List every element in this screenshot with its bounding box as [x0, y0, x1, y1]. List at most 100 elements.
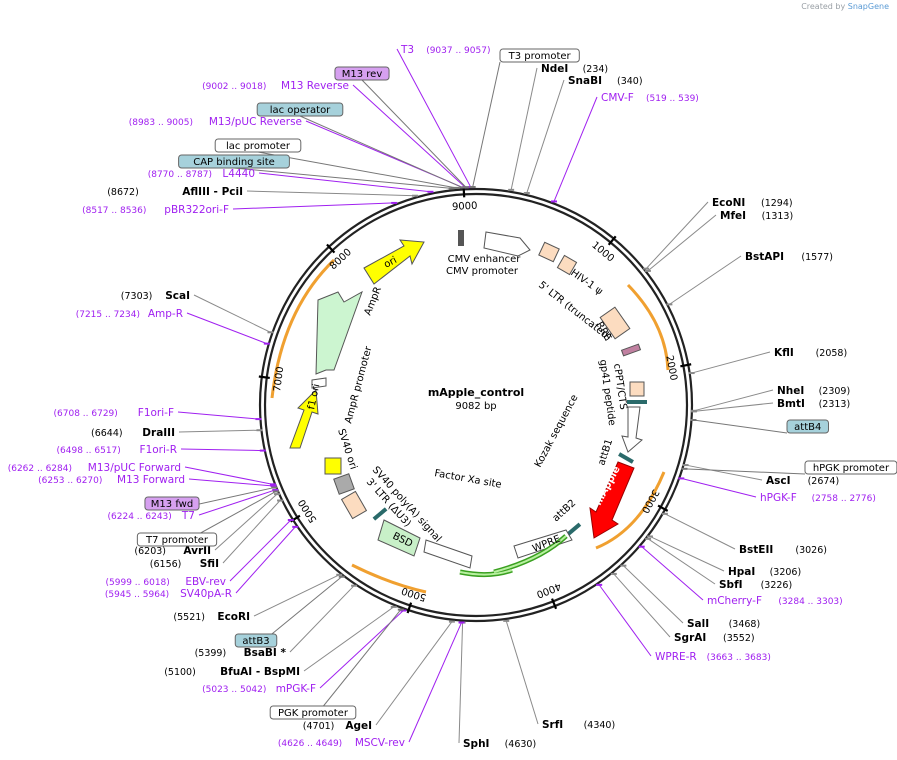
enzyme-scai-name: ScaI [165, 290, 190, 302]
enzyme-mfei[interactable]: MfeI(1313) [720, 210, 793, 222]
enzyme-draiii[interactable]: DraIII(6644) [91, 427, 175, 439]
primer-f1ori-f[interactable]: F1ori-F(6708 .. 6729) [54, 407, 174, 419]
enzyme-sali-name: SalI [687, 618, 709, 630]
primer-hpgk-f[interactable]: hPGK-F(2758 .. 2776) [760, 492, 876, 504]
enzyme-hpai-name: HpaI [728, 566, 755, 578]
feature-lac-promoter[interactable]: lac promoter [214, 138, 302, 153]
enzyme-srfi-name: SrfI [542, 719, 563, 731]
primer-mcherry-f[interactable]: mCherry-F(3284 .. 3303) [707, 595, 843, 607]
enzyme-bsteii-leader [664, 513, 736, 550]
primer-t7[interactable]: T7(6224 .. 6243) [108, 510, 195, 522]
enzyme-bsabi--pos: (5399) [195, 648, 227, 659]
enzyme-econi-pos: (1294) [761, 198, 793, 209]
feature-t7-promoter[interactable]: T7 promoter [136, 532, 218, 547]
primer-l4440[interactable]: L4440(8770 .. 8787) [148, 168, 255, 180]
primer-pbr322ori-f[interactable]: pBR322ori-F(8517 .. 8536) [82, 204, 229, 216]
lbl-attb1: attB1 [596, 438, 615, 467]
enzyme-scai-pos: (7303) [121, 291, 153, 302]
feature-cap-binding-site-label: CAP binding site [193, 157, 275, 168]
primer-pbr322ori-f-pos: (8517 .. 8536) [82, 206, 146, 216]
enzyme-bmti[interactable]: BmtI(2313) [777, 398, 850, 410]
enzyme-hpai[interactable]: HpaI(3206) [728, 566, 801, 578]
enzyme-bfuai-bspmi-pos: (5100) [164, 667, 196, 678]
primer-hpgk-f-pos: (2758 .. 2776) [812, 494, 876, 504]
feature-hpgk-promoter-leader [684, 468, 806, 475]
enzyme-srfi[interactable]: SrfI(4340) [542, 719, 615, 731]
bsd-arrow [377, 519, 421, 557]
feature-attb3[interactable]: attB3 [234, 633, 278, 648]
enzyme-sfii[interactable]: SfiI(6156) [150, 558, 219, 570]
enzyme-sgrai[interactable]: SgrAI(3552) [674, 632, 755, 644]
enzyme-sphi[interactable]: SphI(4630) [463, 738, 536, 750]
primer-m13-forward[interactable]: M13 Forward(6253 .. 6270) [38, 474, 185, 486]
enzyme-sbfi[interactable]: SbfI(3226) [719, 579, 792, 591]
primer-f1ori-r[interactable]: F1ori-R(6498 .. 6517) [57, 444, 177, 456]
enzyme-ndei-name: NdeI [541, 63, 568, 75]
primer-ebv-rev[interactable]: EBV-rev(5999 .. 6018) [106, 576, 226, 588]
enzyme-bstapi-leader [669, 255, 742, 305]
enzyme-asci-name: AscI [766, 475, 791, 487]
enzyme-agei[interactable]: AgeI(4701) [303, 720, 372, 732]
feature-lac-operator-leader [299, 115, 463, 188]
enzyme-bstapi[interactable]: BstAPI(1577) [745, 251, 833, 263]
enzyme-nhei[interactable]: NheI(2309) [777, 385, 850, 397]
enzyme-sali[interactable]: SalI(3468) [687, 618, 760, 630]
feature-m13-rev[interactable]: M13 rev [334, 66, 390, 81]
primer-wpre-r-name: WPRE-R [655, 651, 697, 663]
enzyme-ndei[interactable]: NdeI (234) [541, 63, 608, 75]
enzyme-scai[interactable]: ScaI (7303) [121, 290, 190, 302]
enzyme-ecori[interactable]: EcoRI(5521) [173, 611, 250, 623]
lbl-ampr-promoter: AmpR promoter [343, 344, 374, 424]
enzyme-econi[interactable]: EcoNI(1294) [712, 197, 793, 209]
feature-pgk-promoter[interactable]: PGK promoter [269, 705, 357, 720]
tick-mark [326, 243, 336, 254]
primer-mpgk-f[interactable]: mPGK-F(5023 .. 5042) [202, 683, 316, 695]
enzyme-bsabi-[interactable]: BsaBI *(5399) [195, 647, 287, 659]
primer-m13-reverse[interactable]: M13 Reverse(9002 .. 9018) [202, 80, 349, 92]
feature-hpgk-promoter[interactable]: hPGK promoter [804, 460, 897, 475]
hiv-psi-box [538, 241, 560, 263]
primer-t3[interactable]: T3(9037 .. 9057) [400, 44, 490, 56]
ampr-promoter-arrow [311, 377, 327, 389]
feature-attb3-box [234, 633, 278, 648]
primer-mscv-rev-name: MSCV-rev [355, 737, 405, 749]
primer-wpre-r[interactable]: WPRE-R(3663 .. 3683) [655, 651, 771, 663]
enzyme-bsteii-pos: (3026) [795, 545, 827, 556]
primer-m13-forward-name: M13 Forward [117, 474, 185, 486]
credit-prefix: Created by [801, 2, 846, 11]
enzyme-snabi[interactable]: SnaBI(340) [568, 75, 643, 87]
primer-m13-puc-reverse-name: M13/pUC Reverse [209, 116, 302, 128]
primer-cmv-f[interactable]: CMV-F(519 .. 539) [601, 92, 699, 104]
enzyme-nhei-pos: (2309) [819, 386, 851, 397]
primer-m13-puc-forward-name: M13/pUC Forward [88, 462, 181, 474]
gp41-shape [620, 343, 642, 357]
feature-cap-binding-site-leader [233, 167, 452, 189]
enzyme-sbfi-leader [647, 538, 716, 585]
feature-lac-operator[interactable]: lac operator [256, 102, 344, 117]
enzyme-kfli[interactable]: KflI(2058) [774, 347, 847, 359]
backbone-inner [263, 192, 689, 618]
primer-sv40pa-r[interactable]: SV40pA-R(5945 .. 5964) [105, 588, 232, 600]
enzyme-agei-pos: (4701) [303, 721, 335, 732]
feature-t3-promoter[interactable]: T3 promoter [499, 48, 580, 63]
feature-m13-fwd[interactable]: M13 fwd [144, 496, 200, 511]
feature-attb4[interactable]: attB4 [786, 419, 829, 434]
primer-m13-puc-reverse[interactable]: M13/pUC Reverse(8983 .. 9005) [129, 116, 302, 128]
orf-orange-3 [595, 471, 666, 550]
enzyme-avrii[interactable]: AvrII(6203) [134, 545, 211, 557]
enzyme-bsteii[interactable]: BstEII(3026) [739, 544, 827, 556]
enzyme-asci[interactable]: AscI(2674) [766, 475, 839, 487]
primer-mscv-rev[interactable]: MSCV-rev(4626 .. 4649) [278, 737, 405, 749]
feature-cap-binding-site[interactable]: CAP binding site [178, 154, 290, 169]
enzyme-ecori-leader [253, 574, 340, 617]
primer-m13-puc-forward[interactable]: M13/pUC Forward(6262 .. 6284) [8, 462, 181, 474]
enzyme-bfuai-bspmi[interactable]: BfuAI - BspMI(5100) [164, 666, 300, 678]
enzyme-afliii-pcii-name: AflIII - PciI [182, 186, 243, 198]
tick-mark [657, 504, 669, 512]
enzyme-ndei-pos: (234) [583, 64, 609, 75]
enzyme-afliii-pcii[interactable]: AflIII - PciI(8672) [107, 186, 243, 198]
primer-amp-r[interactable]: Amp-R(7215 .. 7234) [76, 308, 183, 320]
enzyme-kfli-name: KflI [774, 347, 794, 359]
primer-hpgk-f-leader [681, 477, 757, 498]
